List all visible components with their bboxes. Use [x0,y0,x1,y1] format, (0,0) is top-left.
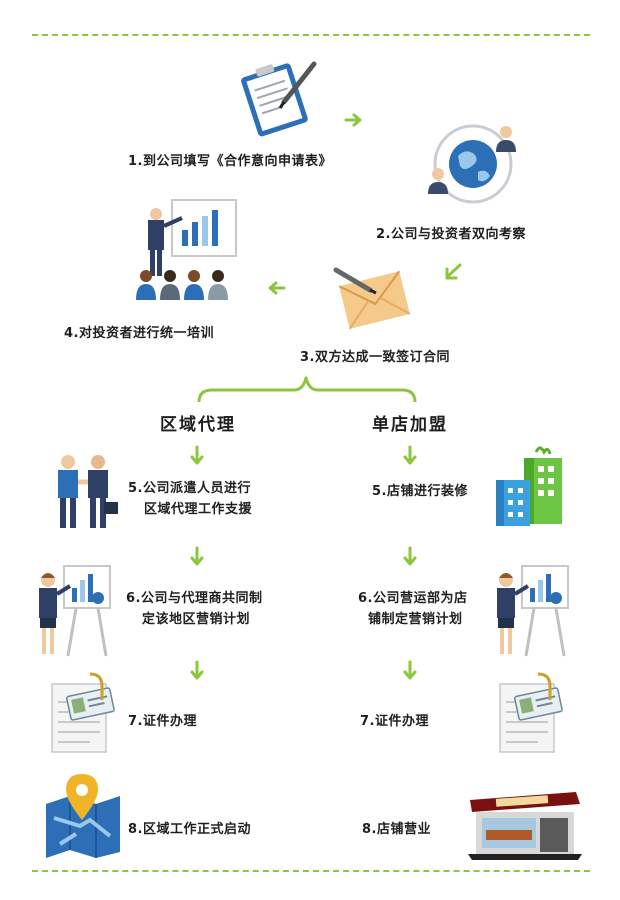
storefront-icon [468,792,582,860]
arrow-down-icon [403,445,417,465]
clipboard-pen-icon [241,61,317,137]
presenter-icon [497,565,569,657]
branch-label-regional: 区域代理 [160,415,236,435]
arrow-right-icon [344,113,362,127]
step-3-label: 3.双方达成一致签订合同 [300,350,450,365]
top-divider [32,34,590,36]
arrow-down-left-icon [445,263,462,280]
right-step-5-label: 5.店铺进行装修 [372,484,468,499]
handshake-icon [58,455,118,528]
left-step-8-label: 8.区域工作正式启动 [128,822,251,837]
envelope-pen-icon [333,267,411,330]
map-pin-icon [46,774,120,858]
branch-label-store: 单店加盟 [372,415,448,435]
step-2-label: 2.公司与投资者双向考察 [376,227,526,242]
globe-people-icon [428,124,516,204]
left-step-6-label: 6.公司与代理商共同制 定该地区营销计划 [126,591,263,627]
arrow-down-icon [190,546,204,566]
certificate-icon [51,672,115,753]
certificate-icon [499,672,563,753]
right-step-6-label: 6.公司营运部为店 铺制定营销计划 [358,591,468,627]
right-step-7-label: 7.证件办理 [360,714,429,729]
arrow-down-icon [190,445,204,465]
right-step-8-label: 8.店铺营业 [362,822,431,837]
branch-brace [197,376,417,403]
buildings-icon [496,446,562,526]
bottom-divider [32,870,590,872]
step-1-label: 1.到公司填写《合作意向申请表》 [128,154,332,169]
left-step-7-label: 7.证件办理 [128,714,197,729]
left-step-5-label: 5.公司派遣人员进行 区域代理工作支援 [128,481,253,517]
presentation-training-icon [136,199,237,300]
step-4-label: 4.对投资者进行统一培训 [64,326,214,341]
arrow-left-icon [268,281,286,295]
arrow-down-icon [403,546,417,566]
arrow-down-icon [403,660,417,680]
arrow-down-icon [190,660,204,680]
presenter-icon [39,565,111,657]
